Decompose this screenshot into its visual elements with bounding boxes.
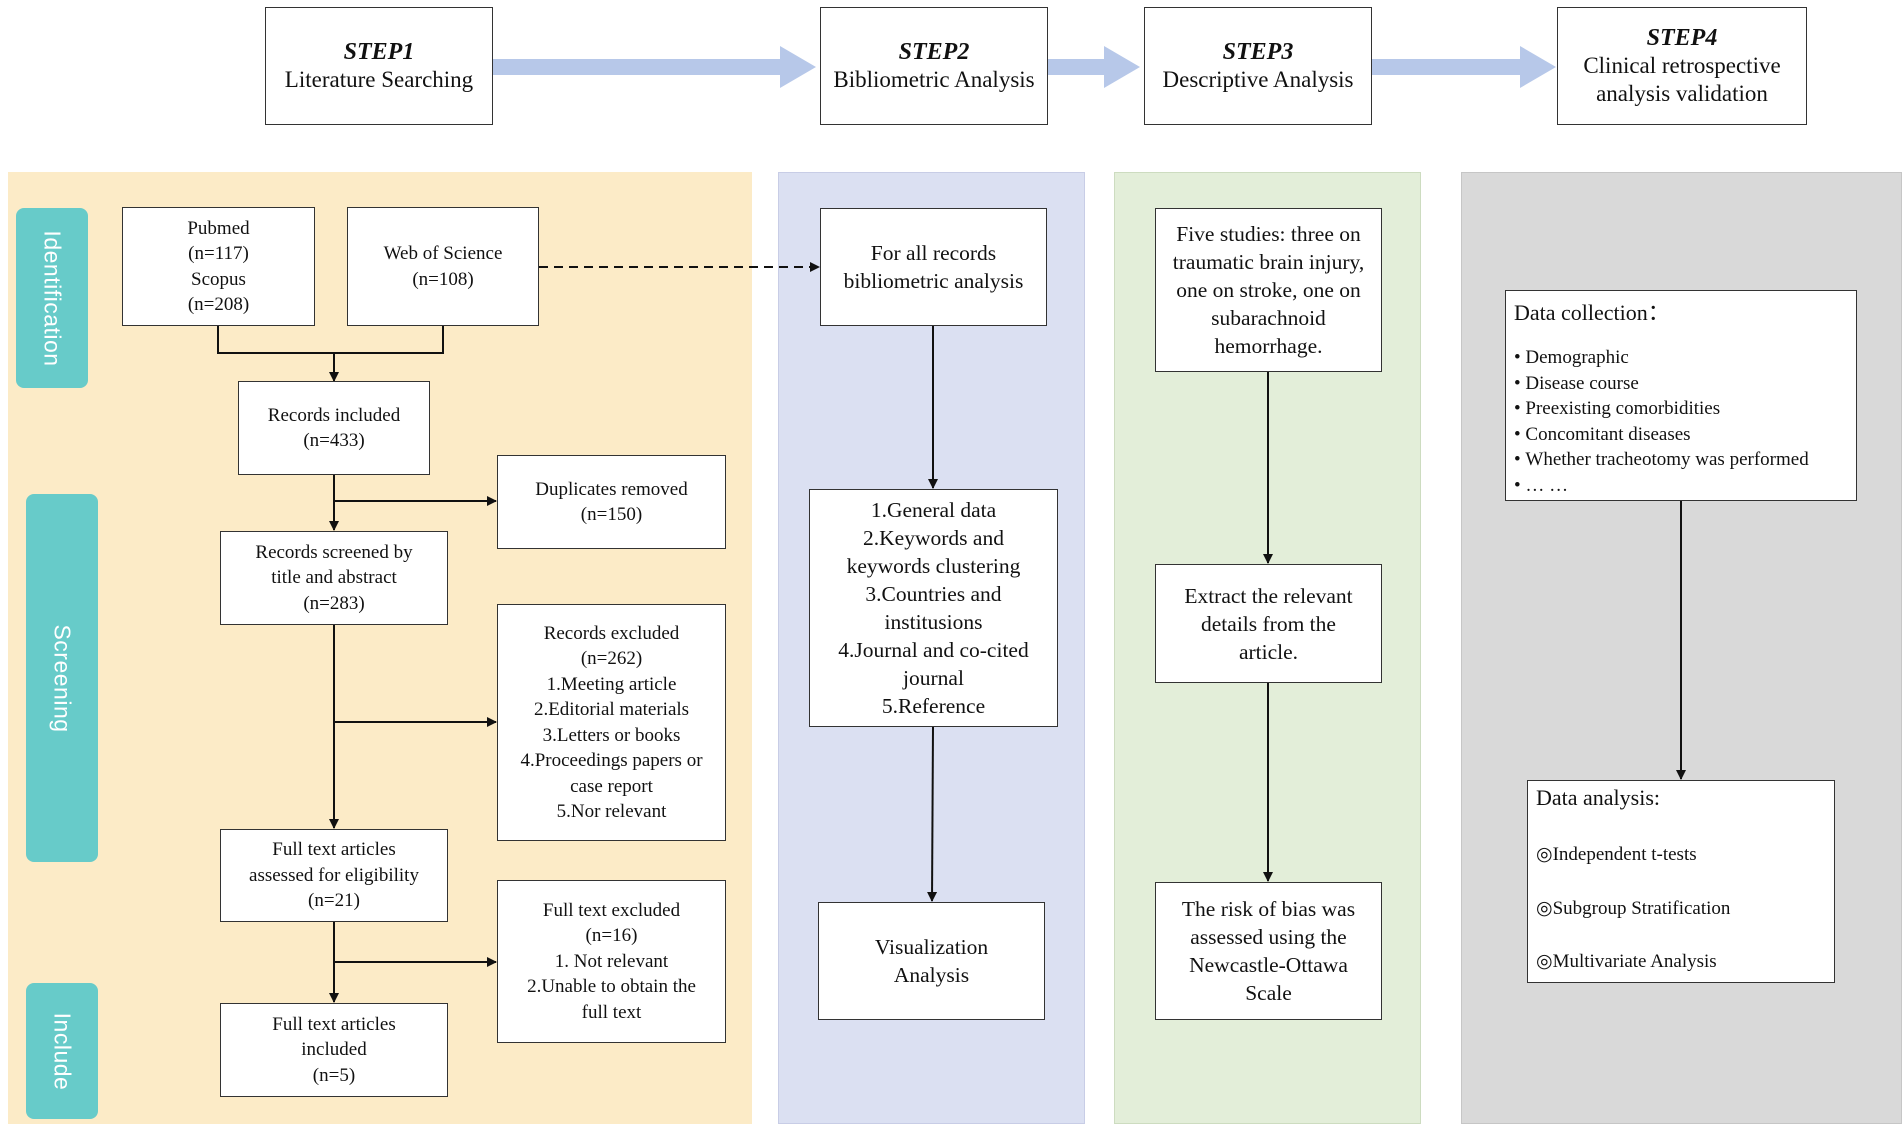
- connector-sources-merge: [217, 326, 444, 354]
- step-label: STEP2: [898, 39, 970, 65]
- step-title: Descriptive Analysis: [1162, 67, 1354, 92]
- data-analysis-box: Data analysis: ◎Independent t-tests ◎Sub…: [1527, 780, 1835, 983]
- records-included-box: Records included(n=433): [238, 381, 430, 475]
- step-arrows: [493, 46, 1556, 88]
- duplicates-removed-box: Duplicates removed(n=150): [497, 455, 726, 549]
- data-collection-title: Data collection：: [1514, 300, 1670, 325]
- step-label: STEP4: [1646, 25, 1718, 51]
- analysis-item: ◎Independent t-tests: [1536, 844, 1697, 865]
- phase-tab-screening: Screening: [26, 494, 98, 862]
- phase-tab-identification: Identification: [16, 208, 88, 388]
- step-title: Bibliometric Analysis: [833, 67, 1035, 92]
- step-title: Literature Searching: [284, 67, 474, 92]
- data-collection-list: Demographic Disease course Preexisting c…: [1514, 345, 1808, 498]
- arrow-to-visualization: [927, 726, 938, 902]
- step-arrow-1: [493, 46, 816, 88]
- data-collection-box: Data collection： Demographic Disease cou…: [1505, 290, 1857, 501]
- step-label: STEP1: [343, 39, 415, 65]
- pubmed-scopus-box: Pubmed(n=117)Scopus(n=208): [122, 207, 315, 326]
- step-arrow-3: [1372, 46, 1556, 88]
- records-excluded-box: Records excluded(n=262)1.Meeting article…: [497, 604, 726, 841]
- step-title: Clinical retrospective analysis validati…: [1583, 53, 1781, 106]
- step-arrow-2: [1048, 46, 1140, 88]
- phase-tab-include: Include: [26, 983, 98, 1119]
- analysis-item: ◎Multivariate Analysis: [1536, 951, 1717, 972]
- web-of-science-box: Web of Science(n=108): [347, 207, 539, 326]
- data-analysis-title: Data analysis:: [1536, 785, 1661, 810]
- analysis-item: ◎Subgroup Stratification: [1536, 898, 1731, 919]
- step-label: STEP3: [1222, 39, 1294, 65]
